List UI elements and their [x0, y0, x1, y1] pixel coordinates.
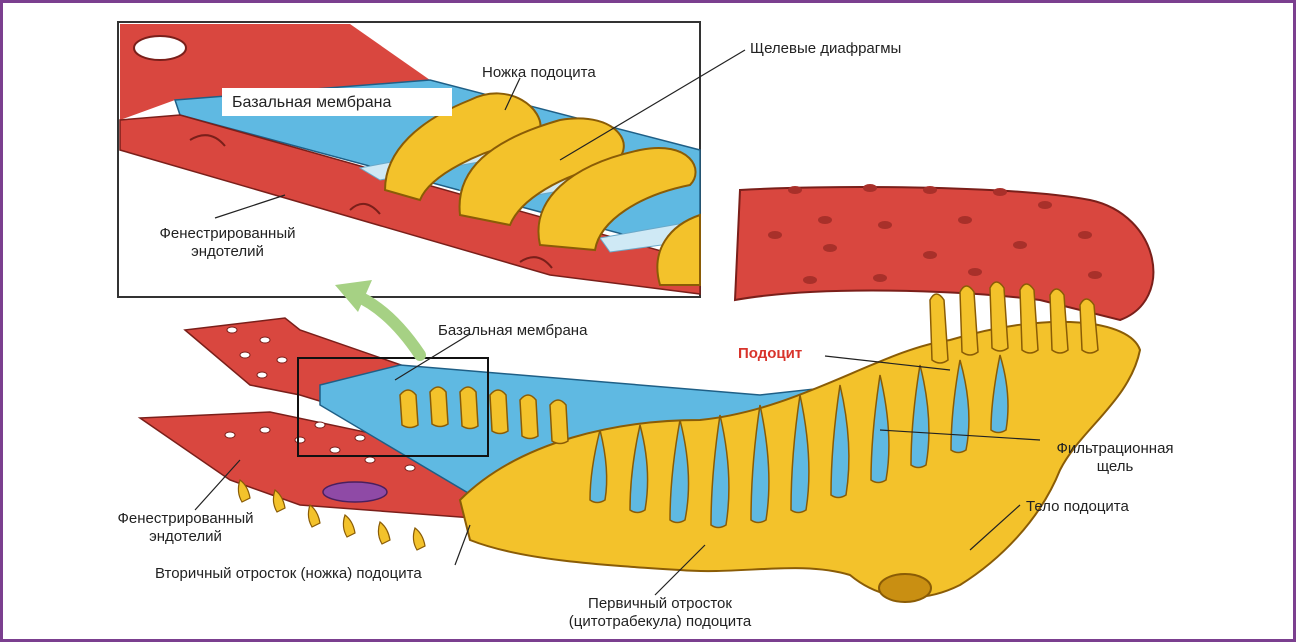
filtration-slit-label: Фильтрационная щель — [1040, 440, 1190, 476]
secondary-process-label: Вторичный отросток (ножка) подоцита — [155, 565, 422, 583]
primary-process-label: Первичный отросток (цитотрабекула) подоц… — [535, 595, 785, 631]
main-basement-membrane-label: Базальная мембрана — [438, 322, 587, 340]
filtration-slit-line1: Фильтрационная — [1040, 440, 1190, 458]
slit-diaphragms-label: Щелевые диафрагмы — [750, 40, 901, 58]
podocyte-label: Подоцит — [738, 345, 802, 363]
main-endothelium-line2: эндотелий — [103, 528, 268, 546]
primary-process-line1: Первичный отросток — [535, 595, 785, 613]
main-endothelium-line1: Фенестрированный — [103, 510, 268, 528]
podocyte-body-label: Тело подоцита — [1026, 498, 1129, 516]
inset-endothelium-line1: Фенестрированный — [145, 225, 310, 243]
inset-endothelium-label: Фенестрированный эндотелий — [145, 225, 310, 261]
inset-basement-membrane-label: Базальная мембрана — [232, 94, 391, 112]
main-endothelium-label: Фенестрированный эндотелий — [103, 510, 268, 546]
inset-endothelium-line2: эндотелий — [145, 243, 310, 261]
primary-process-line2: (цитотрабекула) подоцита — [535, 613, 785, 631]
main-structure — [140, 282, 1140, 602]
filtration-slit-line2: щель — [1040, 458, 1190, 476]
foot-process-label: Ножка подоцита — [482, 64, 596, 82]
